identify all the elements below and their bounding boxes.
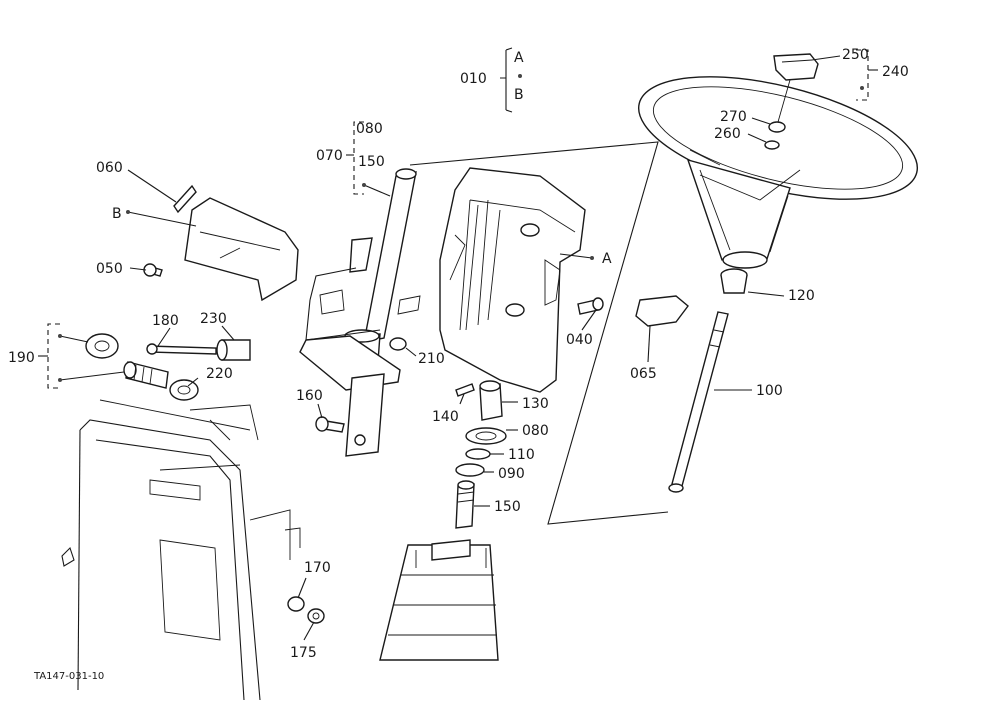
bearing-080 [465, 427, 507, 445]
dash-panel [409, 141, 669, 525]
label-170: 170 [304, 560, 331, 576]
steering-unit [379, 539, 499, 661]
plate-220 [169, 379, 199, 401]
label-A-panel: A [602, 251, 612, 267]
label-A: A [514, 50, 524, 66]
part-labels: 010 A B 240 250 270 260 080 070 150 060 … [8, 47, 909, 682]
washer-175 [307, 608, 325, 624]
label-B-cover: B [112, 206, 122, 222]
label-190: 190 [8, 350, 35, 366]
plug-065 [635, 295, 689, 327]
label-175: 175 [290, 645, 317, 661]
label-080-bearing: 080 [522, 423, 549, 439]
knob-230 [216, 339, 251, 361]
nut-270 [768, 121, 786, 133]
nut-170 [287, 596, 305, 612]
horn-cap [773, 53, 819, 81]
label-100: 100 [756, 383, 783, 399]
label-120: 120 [788, 288, 815, 304]
steering-column [343, 168, 417, 367]
label-090: 090 [498, 466, 525, 482]
label-180: 180 [152, 313, 179, 329]
column-bracket [299, 267, 421, 457]
label-250: 250 [842, 47, 869, 63]
coupler-130 [479, 380, 503, 421]
label-220: 220 [206, 366, 233, 382]
screw-050 [143, 263, 163, 277]
washer-090 [455, 463, 485, 477]
label-010: 010 [460, 71, 487, 87]
label-140: 140 [432, 409, 459, 425]
label-060: 060 [96, 160, 123, 176]
cover-panel [184, 197, 299, 302]
label-B: B [514, 87, 524, 103]
collar-120 [720, 268, 748, 294]
label-110: 110 [508, 447, 535, 463]
diagram-code: TA147-031-10 [33, 671, 104, 682]
leader-lines [38, 47, 878, 641]
bolt-040 [577, 297, 604, 315]
rod-180 [146, 343, 217, 355]
label-230: 230 [200, 311, 227, 327]
shaft-150 [455, 480, 475, 529]
switch-190 [85, 333, 169, 389]
nut-210 [389, 337, 407, 351]
label-260: 260 [714, 126, 741, 142]
label-270: 270 [720, 109, 747, 125]
lower-body [61, 399, 301, 701]
label-040: 040 [566, 332, 593, 348]
label-150-shaft: 150 [494, 499, 521, 515]
label-050: 050 [96, 261, 123, 277]
label-210: 210 [418, 351, 445, 367]
label-065: 065 [630, 366, 657, 382]
label-130: 130 [522, 396, 549, 412]
label-160: 160 [296, 388, 323, 404]
shaft-100 [668, 311, 729, 493]
clip-060 [173, 184, 197, 214]
ring-110 [465, 448, 491, 460]
steering-wheel [637, 76, 919, 269]
pin-140 [455, 383, 475, 397]
label-150-top: 150 [358, 154, 385, 170]
label-070: 070 [316, 148, 343, 164]
bolt-160 [315, 416, 345, 433]
label-080-top: 080 [356, 121, 383, 137]
label-240: 240 [882, 64, 909, 80]
washer-260 [764, 140, 780, 150]
